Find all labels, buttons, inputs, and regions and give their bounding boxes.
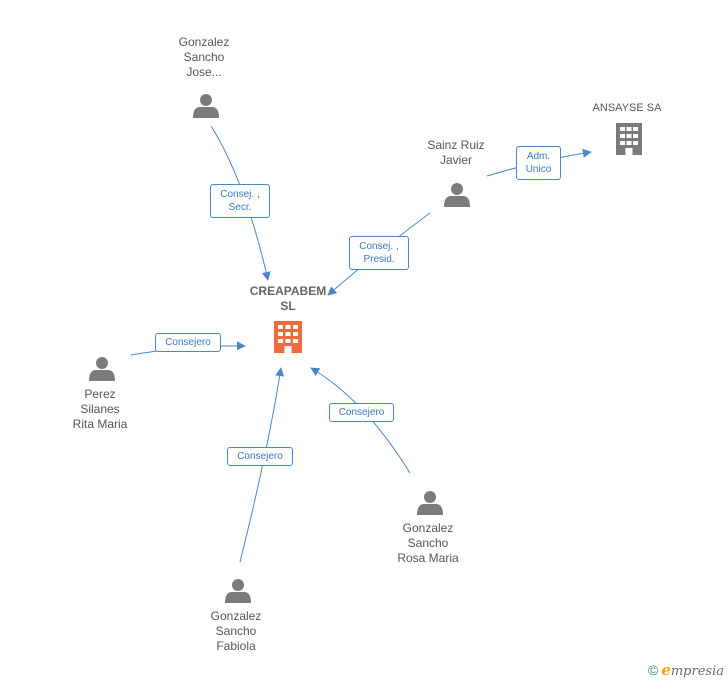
role-label-consejero-perez[interactable]: Consejero: [155, 333, 221, 352]
company-name-line: ANSAYSE SA: [592, 102, 662, 114]
person-name-line: Sainz Ruiz: [427, 138, 485, 152]
person-name-line: Javier: [439, 153, 472, 167]
person-name-sainz-ruiz[interactable]: Sainz Ruiz Javier: [408, 138, 504, 168]
role-label-line: Unico: [525, 164, 552, 175]
person-icon[interactable]: [417, 491, 443, 515]
person-name-line: Gonzalez: [402, 521, 454, 535]
role-label-line: Consej. ,: [359, 241, 399, 252]
company-name-line: CREAPABEM: [249, 284, 327, 298]
person-name-line: Jose...: [186, 65, 222, 79]
company-name-ansayse[interactable]: ANSAYSE SA: [576, 101, 678, 116]
role-label-consejero-fabiola[interactable]: Consejero: [227, 447, 293, 466]
company-name-line: SL: [280, 299, 296, 313]
person-name-line: Rita Maria: [72, 417, 128, 431]
role-label-consej-secr[interactable]: Consej. , Secr.: [210, 184, 270, 218]
person-icon[interactable]: [444, 183, 470, 207]
brand-logo-rest: mpresia: [670, 664, 724, 679]
person-name-line: Sancho: [183, 50, 225, 64]
person-name-perez-silanes[interactable]: Perez Silanes Rita Maria: [52, 387, 148, 432]
person-name-line: Sancho: [215, 624, 257, 638]
person-name-line: Fabiola: [216, 639, 256, 653]
person-icon[interactable]: [89, 357, 115, 381]
person-name-line: Gonzalez: [178, 35, 230, 49]
person-icon[interactable]: [225, 579, 251, 603]
building-icon[interactable]: [274, 321, 302, 353]
company-name-creapabem[interactable]: CREAPABEM SL: [236, 284, 340, 314]
role-label-adm-unico[interactable]: Adm. Unico: [516, 146, 561, 180]
role-label-consejero-rosa[interactable]: Consejero: [329, 403, 394, 422]
role-label-line: Consejero: [338, 407, 385, 418]
brand-logo-e: e: [661, 661, 671, 679]
role-label-line: Secr.: [228, 202, 252, 213]
person-name-gonzalez-fabiola[interactable]: Gonzalez Sancho Fabiola: [188, 609, 284, 654]
person-icon[interactable]: [193, 94, 219, 118]
role-label-line: Consejero: [165, 337, 211, 348]
person-name-gonzalez-jose[interactable]: Gonzalez Sancho Jose...: [156, 35, 252, 80]
person-name-line: Gonzalez: [210, 609, 262, 623]
role-label-consej-presid[interactable]: Consej. , Presid.: [349, 236, 409, 270]
role-label-line: Consej. ,: [220, 189, 260, 200]
person-name-line: Perez: [84, 387, 116, 401]
person-name-line: Silanes: [80, 402, 120, 416]
role-label-line: Presid.: [363, 254, 395, 265]
building-icon[interactable]: [616, 123, 642, 155]
person-name-gonzalez-rosa[interactable]: Gonzalez Sancho Rosa Maria: [380, 521, 476, 566]
role-label-line: Consejero: [237, 451, 283, 462]
copyright-icon: ©: [647, 662, 659, 678]
person-name-line: Sancho: [407, 536, 449, 550]
empresia-watermark[interactable]: © empresia: [648, 661, 724, 679]
role-label-line: Adm.: [526, 151, 551, 162]
brand-logo: empresia: [661, 661, 724, 679]
person-name-line: Rosa Maria: [397, 551, 459, 565]
